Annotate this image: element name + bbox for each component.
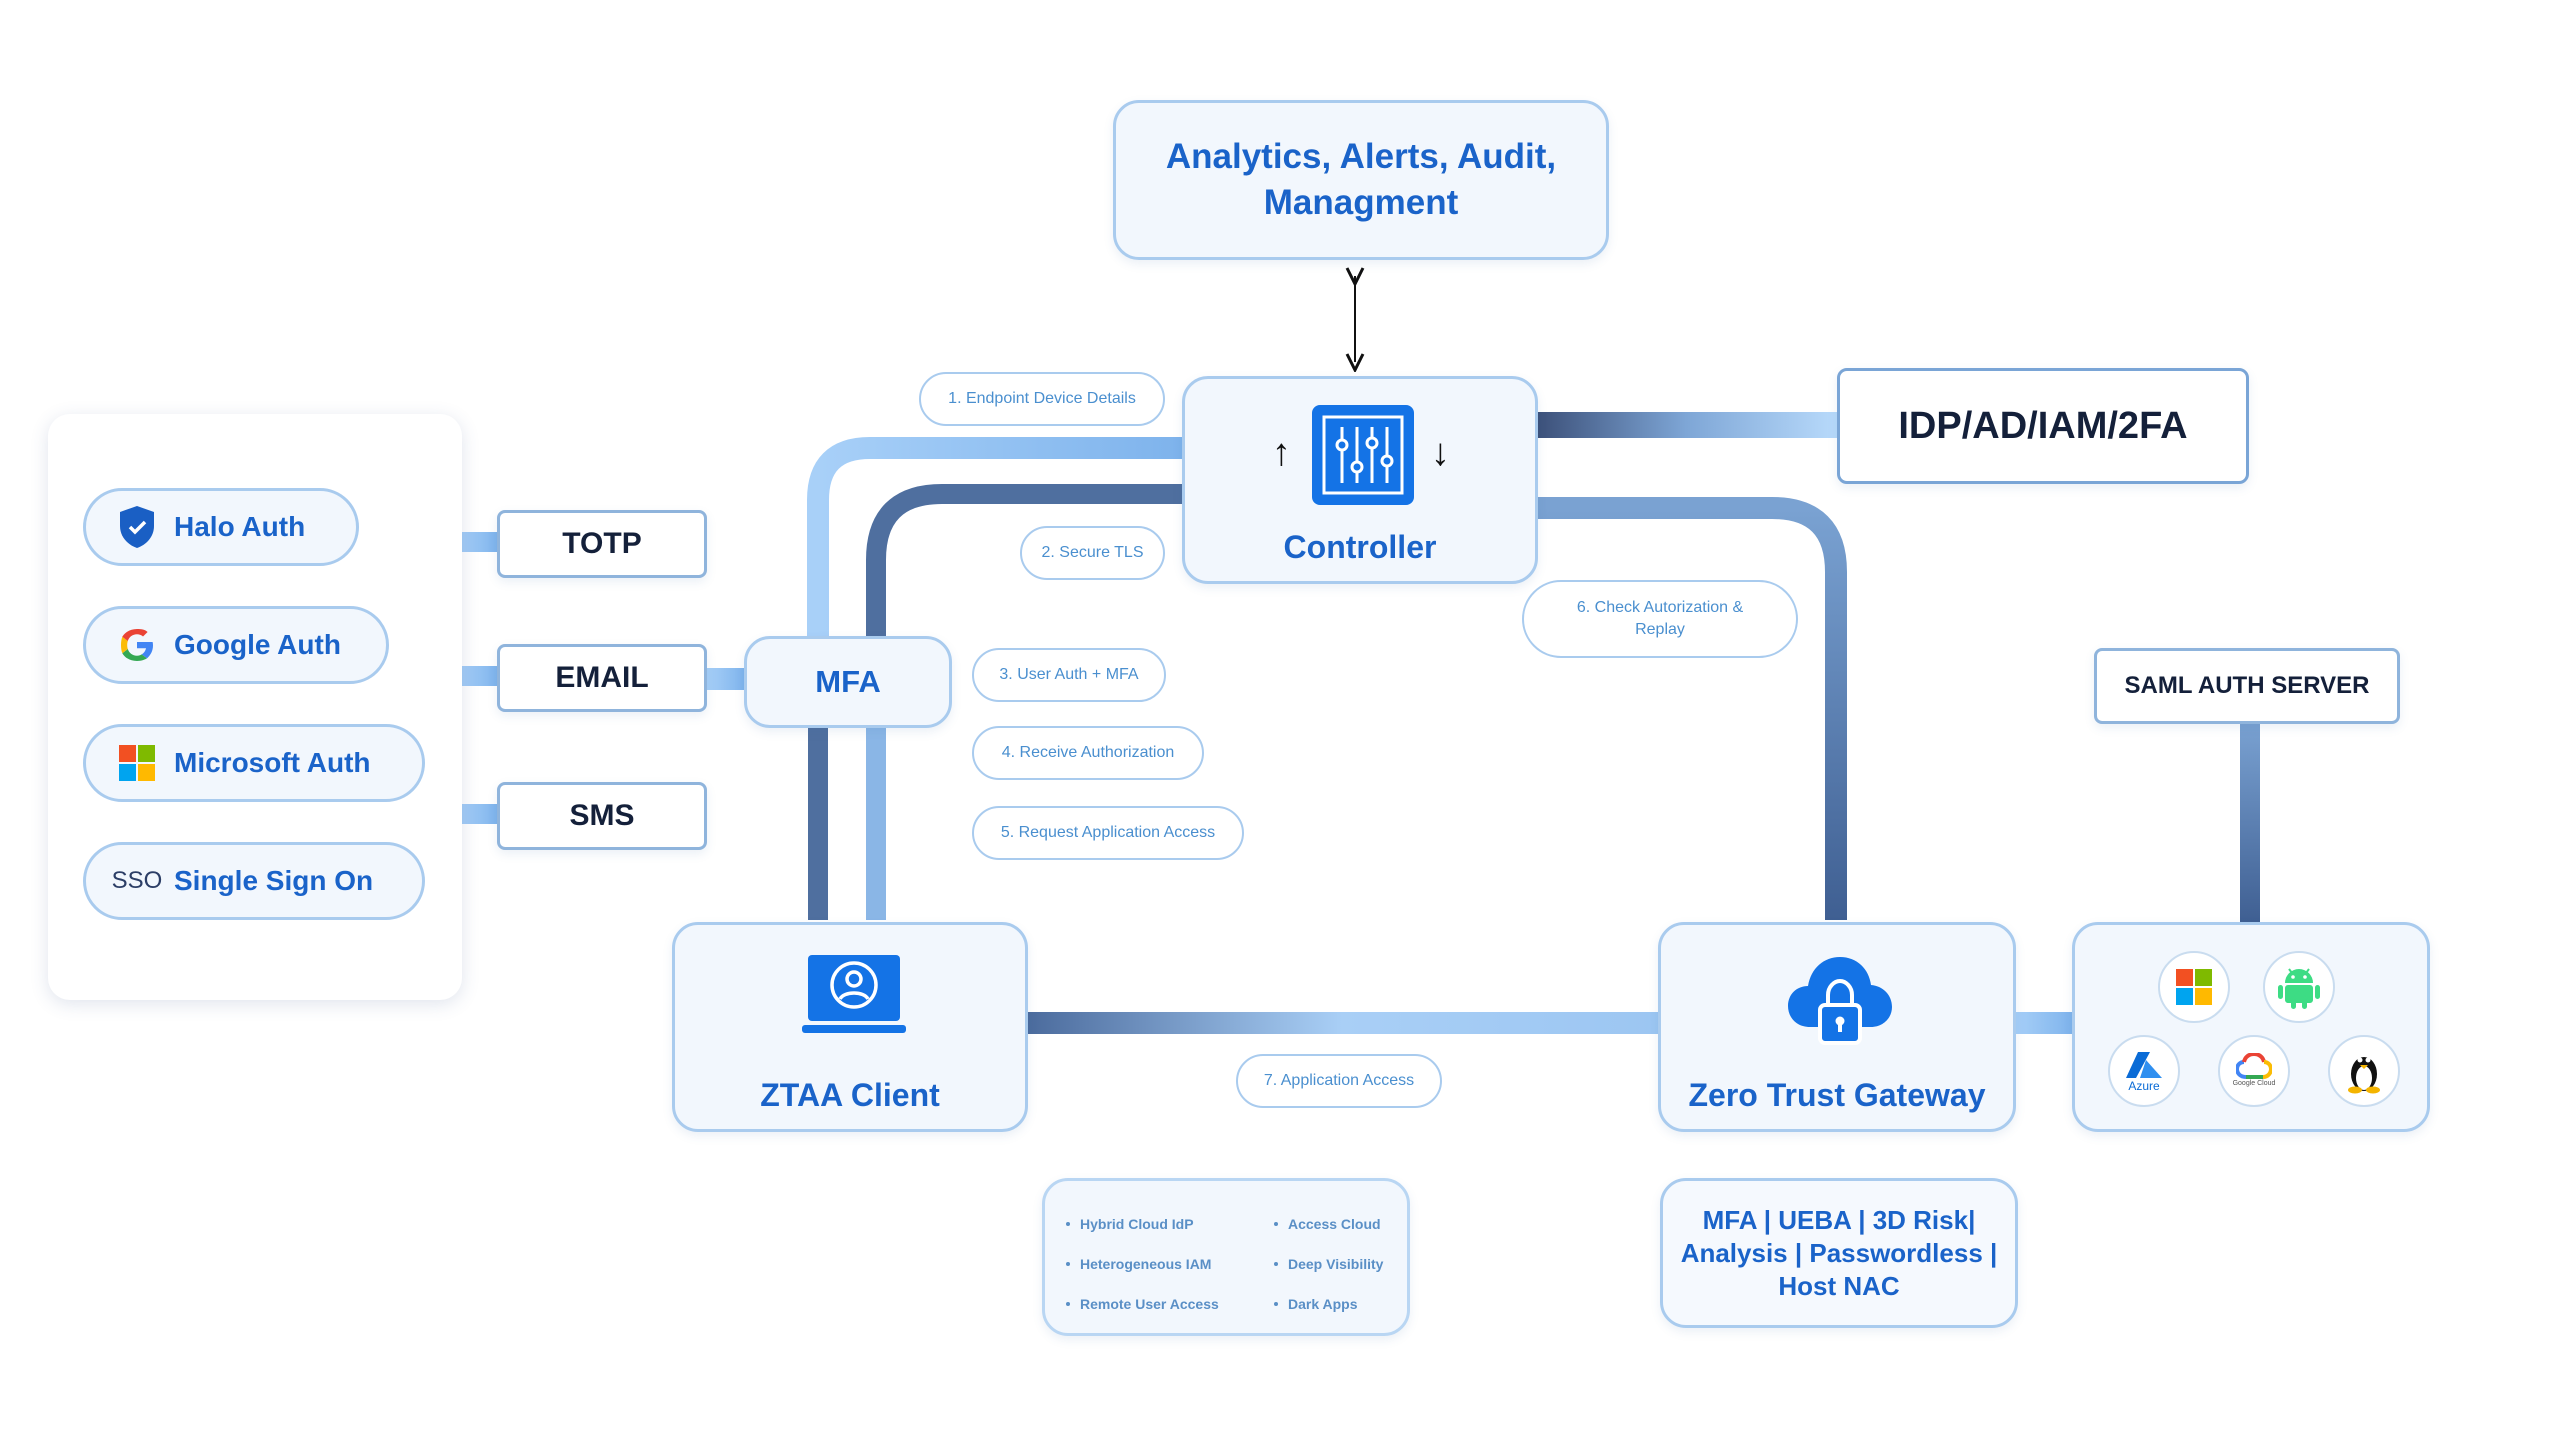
gateway-features-line2: Analysis | Passwordless | [1680,1237,1998,1268]
feature-item: Hybrid Cloud IdP [1066,1204,1219,1244]
gateway-platforms-wire [2014,1012,2074,1034]
step-6-pill: 6. Check Autorization & Replay [1522,580,1798,658]
platforms-box: Azure Google Cloud [2072,922,2430,1132]
step-3-pill: 3. User Auth + MFA [972,648,1166,702]
single-sign-on-button[interactable]: SSO Single Sign On [83,842,425,920]
idp-label: IDP/AD/IAM/2FA [1898,404,2188,447]
gateway-features-box: MFA | UEBA | 3D Risk| Analysis | Passwor… [1660,1178,2018,1328]
step-4-label: 4. Receive Authorization [1001,744,1175,761]
ztaa-client-label: ZTAA Client [760,1077,940,1113]
single-sign-on-label: Single Sign On [174,865,374,896]
step-7-label: 7. Application Access [1263,1072,1415,1089]
step-4-pill: 4. Receive Authorization [972,726,1204,780]
step-1-label: 1. Endpoint Device Details [948,390,1136,407]
linux-icon [2328,1035,2400,1107]
step-2-pill: 2. Secure TLS [1020,526,1165,580]
sso-icon: SSO [111,867,163,894]
mfa-label: MFA [815,664,881,699]
azure-text: Azure [2128,1079,2160,1093]
auth-email-wire [460,666,498,686]
controller-gateway-wire [1535,497,1847,920]
zero-trust-gateway-box: Zero Trust Gateway [1658,922,2016,1132]
saml-auth-server-box: SAML AUTH SERVER [2094,648,2400,724]
down-arrow-icon: ↓ [1431,432,1450,474]
idp-box: IDP/AD/IAM/2FA [1837,368,2249,484]
microsoft-auth-label: Microsoft Auth [174,747,371,778]
controller-idp-wire [1535,412,1837,438]
google-icon [100,625,174,665]
auth-sms-wire [460,804,498,824]
feature-item: Remote User Access [1066,1284,1219,1324]
controller-box: ↑ ↓ Controller [1182,376,1538,584]
mfa-client-wire-left [808,720,828,920]
step-5-label: 5. Request Application Access [1000,824,1216,841]
mfa-controller-outer-wire [807,437,1182,640]
halo-auth-button[interactable]: Halo Auth [83,488,359,566]
email-mfa-wire [706,668,746,690]
analytics-line2: Managment [1263,183,1459,222]
saml-platforms-wire [2240,722,2260,922]
feature-item: Deep Visibility [1274,1244,1383,1284]
client-features-right: Access Cloud Deep Visibility Dark Apps [1274,1204,1383,1324]
cloud-lock-icon [1786,953,1894,1056]
sms-label: SMS [569,799,635,832]
google-cloud-text: Google Cloud [2232,1080,2276,1087]
gateway-label: Zero Trust Gateway [1688,1077,1986,1113]
client-gateway-wire [1024,1012,1660,1034]
email-label: EMAIL [555,661,649,694]
google-auth-label: Google Auth [174,629,341,660]
sms-box: SMS [497,782,707,850]
microsoft-icon [100,744,174,782]
client-controller-inner-wire [866,484,1182,920]
android-icon [2263,951,2335,1023]
email-box: EMAIL [497,644,707,712]
analytics-line1: Analytics, Alerts, Audit, [1165,137,1557,176]
saml-label: SAML AUTH SERVER [2124,672,2370,699]
client-features-box [1042,1178,1410,1336]
totp-label: TOTP [562,527,642,560]
controller-sliders-icon [1312,405,1414,505]
ztaa-client-box: ZTAA Client [672,922,1028,1132]
azure-icon: Azure [2108,1035,2180,1107]
gateway-features-line1: MFA | UEBA | 3D Risk| [1702,1204,1976,1235]
microsoft-auth-button[interactable]: Microsoft Auth [83,724,425,802]
mfa-box: MFA [744,636,952,728]
feature-item: Heterogeneous IAM [1066,1244,1219,1284]
client-features-left: Hybrid Cloud IdP Heterogeneous IAM Remot… [1066,1204,1219,1324]
step-6-label-line2: Replay [1635,621,1685,638]
up-arrow-icon: ↑ [1272,432,1291,474]
mfa-client-wire-right [866,720,886,920]
gateway-features-line3: Host NAC [1778,1270,1900,1301]
shield-check-icon [100,504,174,550]
feature-item: Dark Apps [1274,1284,1383,1324]
laptop-user-icon [802,955,906,1044]
google-cloud-icon: Google Cloud [2218,1035,2290,1107]
step-5-pill: 5. Request Application Access [972,806,1244,860]
step-1-pill: 1. Endpoint Device Details [919,372,1165,426]
step-6-label-line1: 6. Check Autorization & [1576,599,1744,616]
halo-auth-label: Halo Auth [174,511,306,542]
step-2-label: 2. Secure TLS [1041,544,1144,561]
auth-totp-wire [460,532,498,552]
windows-icon [2158,951,2230,1023]
step-3-label: 3. User Auth + MFA [999,666,1139,683]
google-auth-button[interactable]: Google Auth [83,606,389,684]
analytics-box: Analytics, Alerts, Audit, Managment [1113,100,1609,260]
totp-box: TOTP [497,510,707,578]
controller-label: Controller [1283,529,1437,565]
step-7-pill: 7. Application Access [1236,1054,1442,1108]
feature-item: Access Cloud [1274,1204,1383,1244]
